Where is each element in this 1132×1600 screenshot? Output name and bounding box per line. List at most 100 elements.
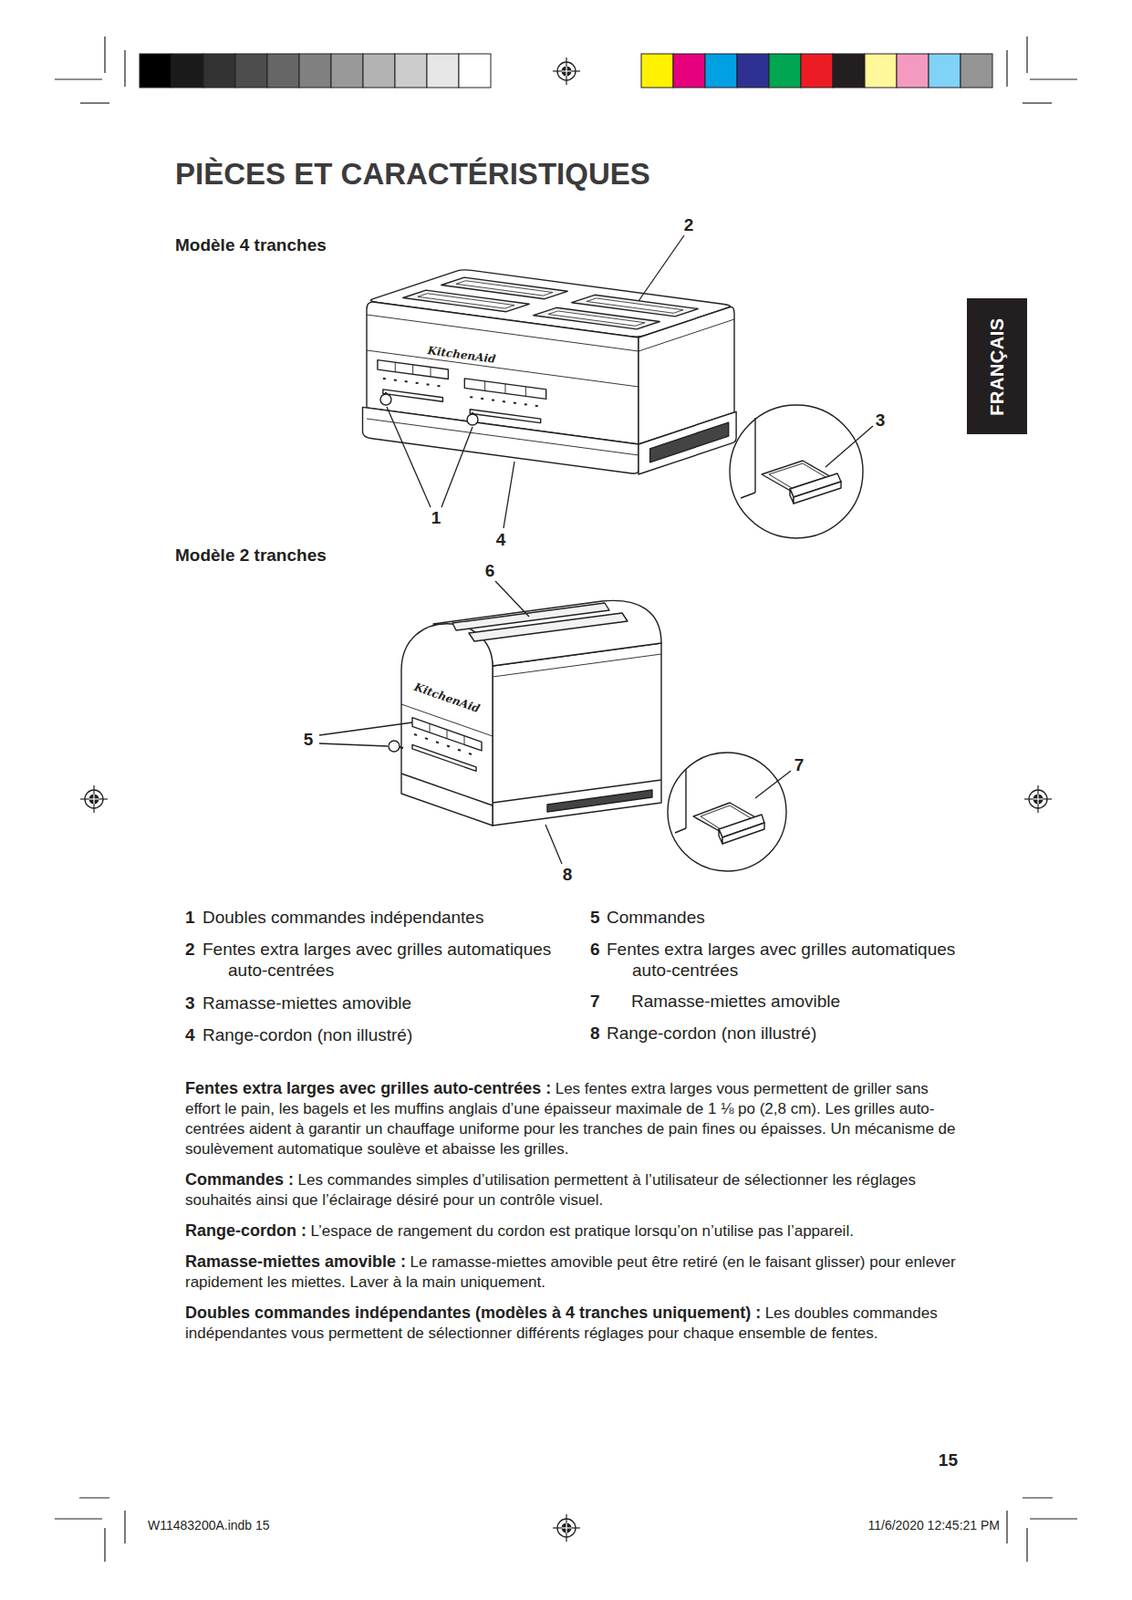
toaster-4-slice-part xyxy=(380,394,392,406)
toaster-4-slice-part xyxy=(363,300,639,475)
crop-marks-part xyxy=(1026,36,1028,73)
crop-marks-part xyxy=(124,50,125,87)
crop-marks-part xyxy=(1029,1517,1078,1519)
toaster-2-slice-part xyxy=(401,623,493,826)
crop-marks-part xyxy=(103,36,105,73)
gray-scale-bar-part xyxy=(331,53,364,88)
toaster-2-slice-part xyxy=(452,602,610,631)
list-number: 7 xyxy=(590,990,601,1012)
leader-lines-part xyxy=(825,425,873,468)
tab-label: FRANÇAIS xyxy=(986,317,1008,416)
feature-description: Les commandes simples d’utilisation perm… xyxy=(185,1171,916,1209)
callout-number: 5 xyxy=(303,730,314,748)
callout-number: 3 xyxy=(875,411,886,429)
feature-heading: Commandes : xyxy=(185,1170,294,1189)
toaster-2-slice-part-part xyxy=(446,729,448,739)
toaster-2-slice-part xyxy=(388,740,400,752)
registration-marks-part xyxy=(80,785,108,813)
feature-paragraph: Range-cordon :L’espace de rangement du c… xyxy=(185,1220,961,1242)
registration-marks xyxy=(80,57,1052,1542)
part-name: Ramasse-miettes amovible xyxy=(202,992,412,1014)
toaster-4-slice-part-part xyxy=(504,384,506,395)
crop-marks-part xyxy=(1022,102,1052,104)
crop-marks-part xyxy=(1022,1496,1053,1498)
feature-paragraph: Doubles commandes indépendantes (modèles… xyxy=(185,1302,961,1344)
feature-heading: Ramasse-miettes amovible : xyxy=(185,1252,406,1271)
toaster-4-slice-part xyxy=(638,304,737,475)
crumb-tray-inset-part xyxy=(685,768,686,829)
toaster-4-slice-part-part xyxy=(650,422,729,463)
part-name: Doubles commandes indépendantes xyxy=(202,906,484,928)
color-bar-part xyxy=(705,53,738,88)
registration-marks-part xyxy=(1024,785,1052,813)
leader-lines-part xyxy=(386,406,431,508)
crumb-tray-inset-part xyxy=(675,828,686,833)
part-name: Range-cordon (non illustré) xyxy=(202,1024,413,1046)
gray-scale-bar-part xyxy=(267,53,300,88)
crop-marks-part xyxy=(1006,1510,1008,1544)
gray-scale-bar-part xyxy=(139,53,172,88)
leader-lines xyxy=(319,235,873,864)
toaster-2-slice-part-part xyxy=(464,736,466,746)
toaster-4-slice-part-part xyxy=(548,311,645,326)
registration-marks-part xyxy=(552,57,581,85)
leader-lines-part xyxy=(441,426,473,508)
crumb-tray-inset-part xyxy=(740,492,756,499)
color-bar-part xyxy=(832,53,865,88)
print-file-name: W11483200A.indb 15 xyxy=(147,1517,271,1533)
list-number: 6 xyxy=(590,938,601,960)
toaster-4-slice-part-part xyxy=(383,389,444,402)
leader-lines-part xyxy=(503,461,515,529)
toaster-4-slice-part-part xyxy=(638,319,735,352)
toaster-4-slice-part-part xyxy=(363,406,639,475)
callout-number: 6 xyxy=(485,561,496,580)
crop-marks-part xyxy=(1026,1527,1028,1562)
language-tab: FRANÇAIS xyxy=(966,298,1028,435)
toaster-4-slice-part xyxy=(467,414,478,426)
gray-scale-bar-part xyxy=(458,53,491,88)
toaster-4-slice-part-part xyxy=(417,293,515,309)
toaster-4-slice-part-part xyxy=(366,350,639,387)
part-name: Range-cordon (non illustré) xyxy=(606,1022,817,1044)
toaster-4-slice-part-part xyxy=(383,378,441,386)
crop-marks-part xyxy=(54,1517,103,1519)
crop-marks-part xyxy=(103,1527,105,1562)
toaster-4-slice-part-part xyxy=(525,386,527,397)
toaster-2-slice-part xyxy=(547,789,653,812)
toaster-4-slice-part-part xyxy=(412,364,414,375)
registration-marks-part xyxy=(552,1514,581,1542)
model-heading: Modèle 2 tranches xyxy=(175,545,327,566)
toaster-4-slice-part-part xyxy=(571,294,698,317)
toaster-4-slice-part-part xyxy=(484,381,486,392)
color-bar-part xyxy=(768,53,801,88)
print-timestamp: 11/6/2020 12:45:21 PM xyxy=(867,1517,1000,1533)
callout-number: 2 xyxy=(684,216,695,234)
page-title: PIÈCES ET CARACTÉRISTIQUES xyxy=(175,156,651,192)
gray-scale-bar-part xyxy=(235,53,268,88)
crumb-tray-inset-part xyxy=(754,417,756,493)
toaster-4-slice-part-part xyxy=(469,396,539,406)
crumb-tray-inset-part xyxy=(729,405,863,539)
toaster-4-slice-part-part xyxy=(456,280,553,296)
part-name: Fentes extra larges avec grilles automat… xyxy=(202,938,568,981)
toaster-2-slice-part-part xyxy=(412,744,477,771)
toaster-4-slice-part-part xyxy=(441,277,568,300)
toaster-4-slice-part-part xyxy=(394,362,396,373)
toaster-2-slice-part xyxy=(401,704,493,778)
callout-number: 4 xyxy=(496,530,507,549)
color-bar-part xyxy=(641,53,674,88)
color-bar-part xyxy=(800,53,833,88)
list-number: 4 xyxy=(185,1024,196,1046)
crumb-tray-inset-part xyxy=(667,752,787,872)
toaster-4-slice-part-part xyxy=(366,418,639,456)
gray-scale-bar-part xyxy=(299,53,332,88)
part-name: Commandes xyxy=(606,906,706,928)
crop-marks xyxy=(54,36,1078,1562)
crumb-tray-inset-part xyxy=(722,822,765,844)
feature-paragraph: Fentes extra larges avec grilles auto-ce… xyxy=(185,1078,961,1160)
toaster-2-slice-part xyxy=(492,654,662,677)
leader-lines-part xyxy=(319,743,388,747)
gray-scale-bar-part xyxy=(394,53,427,88)
color-bar-part xyxy=(896,53,929,88)
list-number: 1 xyxy=(185,906,196,928)
